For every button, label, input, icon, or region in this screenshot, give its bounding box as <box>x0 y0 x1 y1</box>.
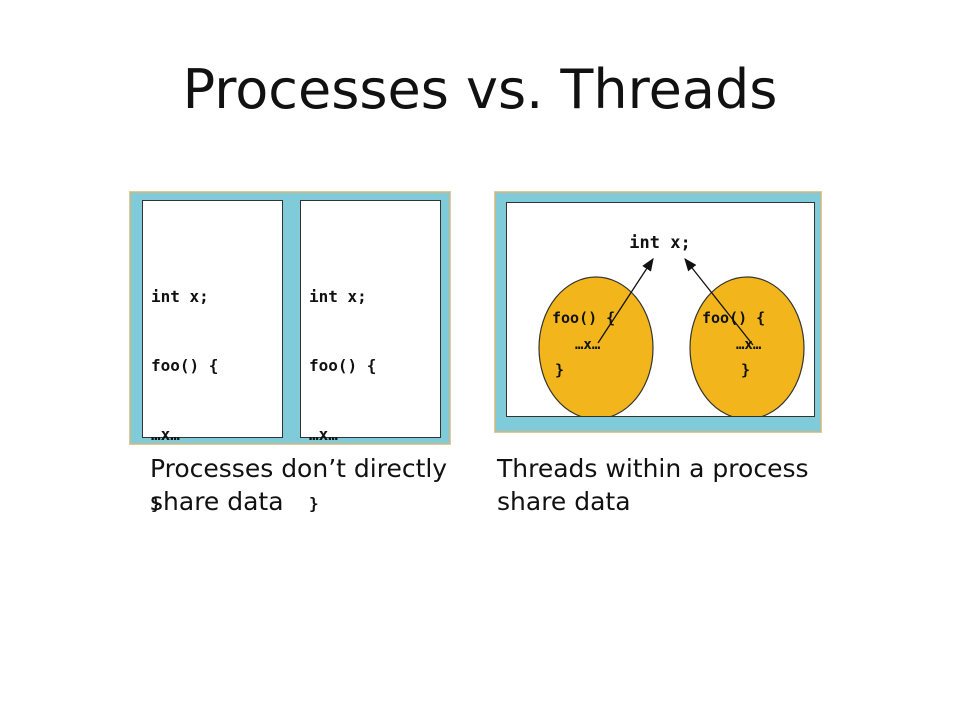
code-line: foo() { <box>309 356 377 375</box>
processes-panel: int x; foo() { …x… } int x; foo() { …x… … <box>130 192 450 513</box>
thread-2-line: } <box>741 361 750 379</box>
process-box-1: int x; foo() { …x… } <box>142 200 283 513</box>
code-line: } <box>309 494 319 513</box>
code-line: …x… <box>309 425 338 444</box>
arrow-thread-2-to-x <box>684 257 754 346</box>
process-1-code: int x; foo() { …x… } <box>151 239 218 561</box>
thread-2 <box>689 276 805 416</box>
shared-variable: int x; <box>629 233 690 253</box>
code-line: int x; <box>309 287 367 306</box>
thread-1-line: …x… <box>575 337 601 353</box>
arrow-thread-1-to-x <box>597 257 654 344</box>
code-line: …x… <box>151 425 180 444</box>
code-line: } <box>151 494 161 513</box>
process-box-2: int x; foo() { …x… } <box>300 200 441 513</box>
threads-diagram: int x; foo() { …x… } foo() { …x… } <box>538 233 805 416</box>
process-2-code: int x; foo() { …x… } <box>309 239 376 561</box>
thread-1 <box>538 276 654 416</box>
code-line: int x; <box>151 287 209 306</box>
thread-2-line: …x… <box>736 337 762 353</box>
thread-1-line: } <box>555 361 564 379</box>
caption-threads: Threads within a process share data <box>497 454 809 516</box>
caption-processes: Processes don’t directly share data <box>150 454 448 516</box>
thread-1-line: foo() { <box>552 309 615 327</box>
thread-2-line: foo() { <box>702 309 765 327</box>
process-box: int x; foo() { …x… } foo() { …x… } <box>506 202 815 417</box>
threads-panel: int x; foo() { …x… } foo() { …x… } <box>495 192 821 432</box>
slide-title: Processes vs. Threads <box>182 58 778 121</box>
code-line: foo() { <box>151 356 219 375</box>
